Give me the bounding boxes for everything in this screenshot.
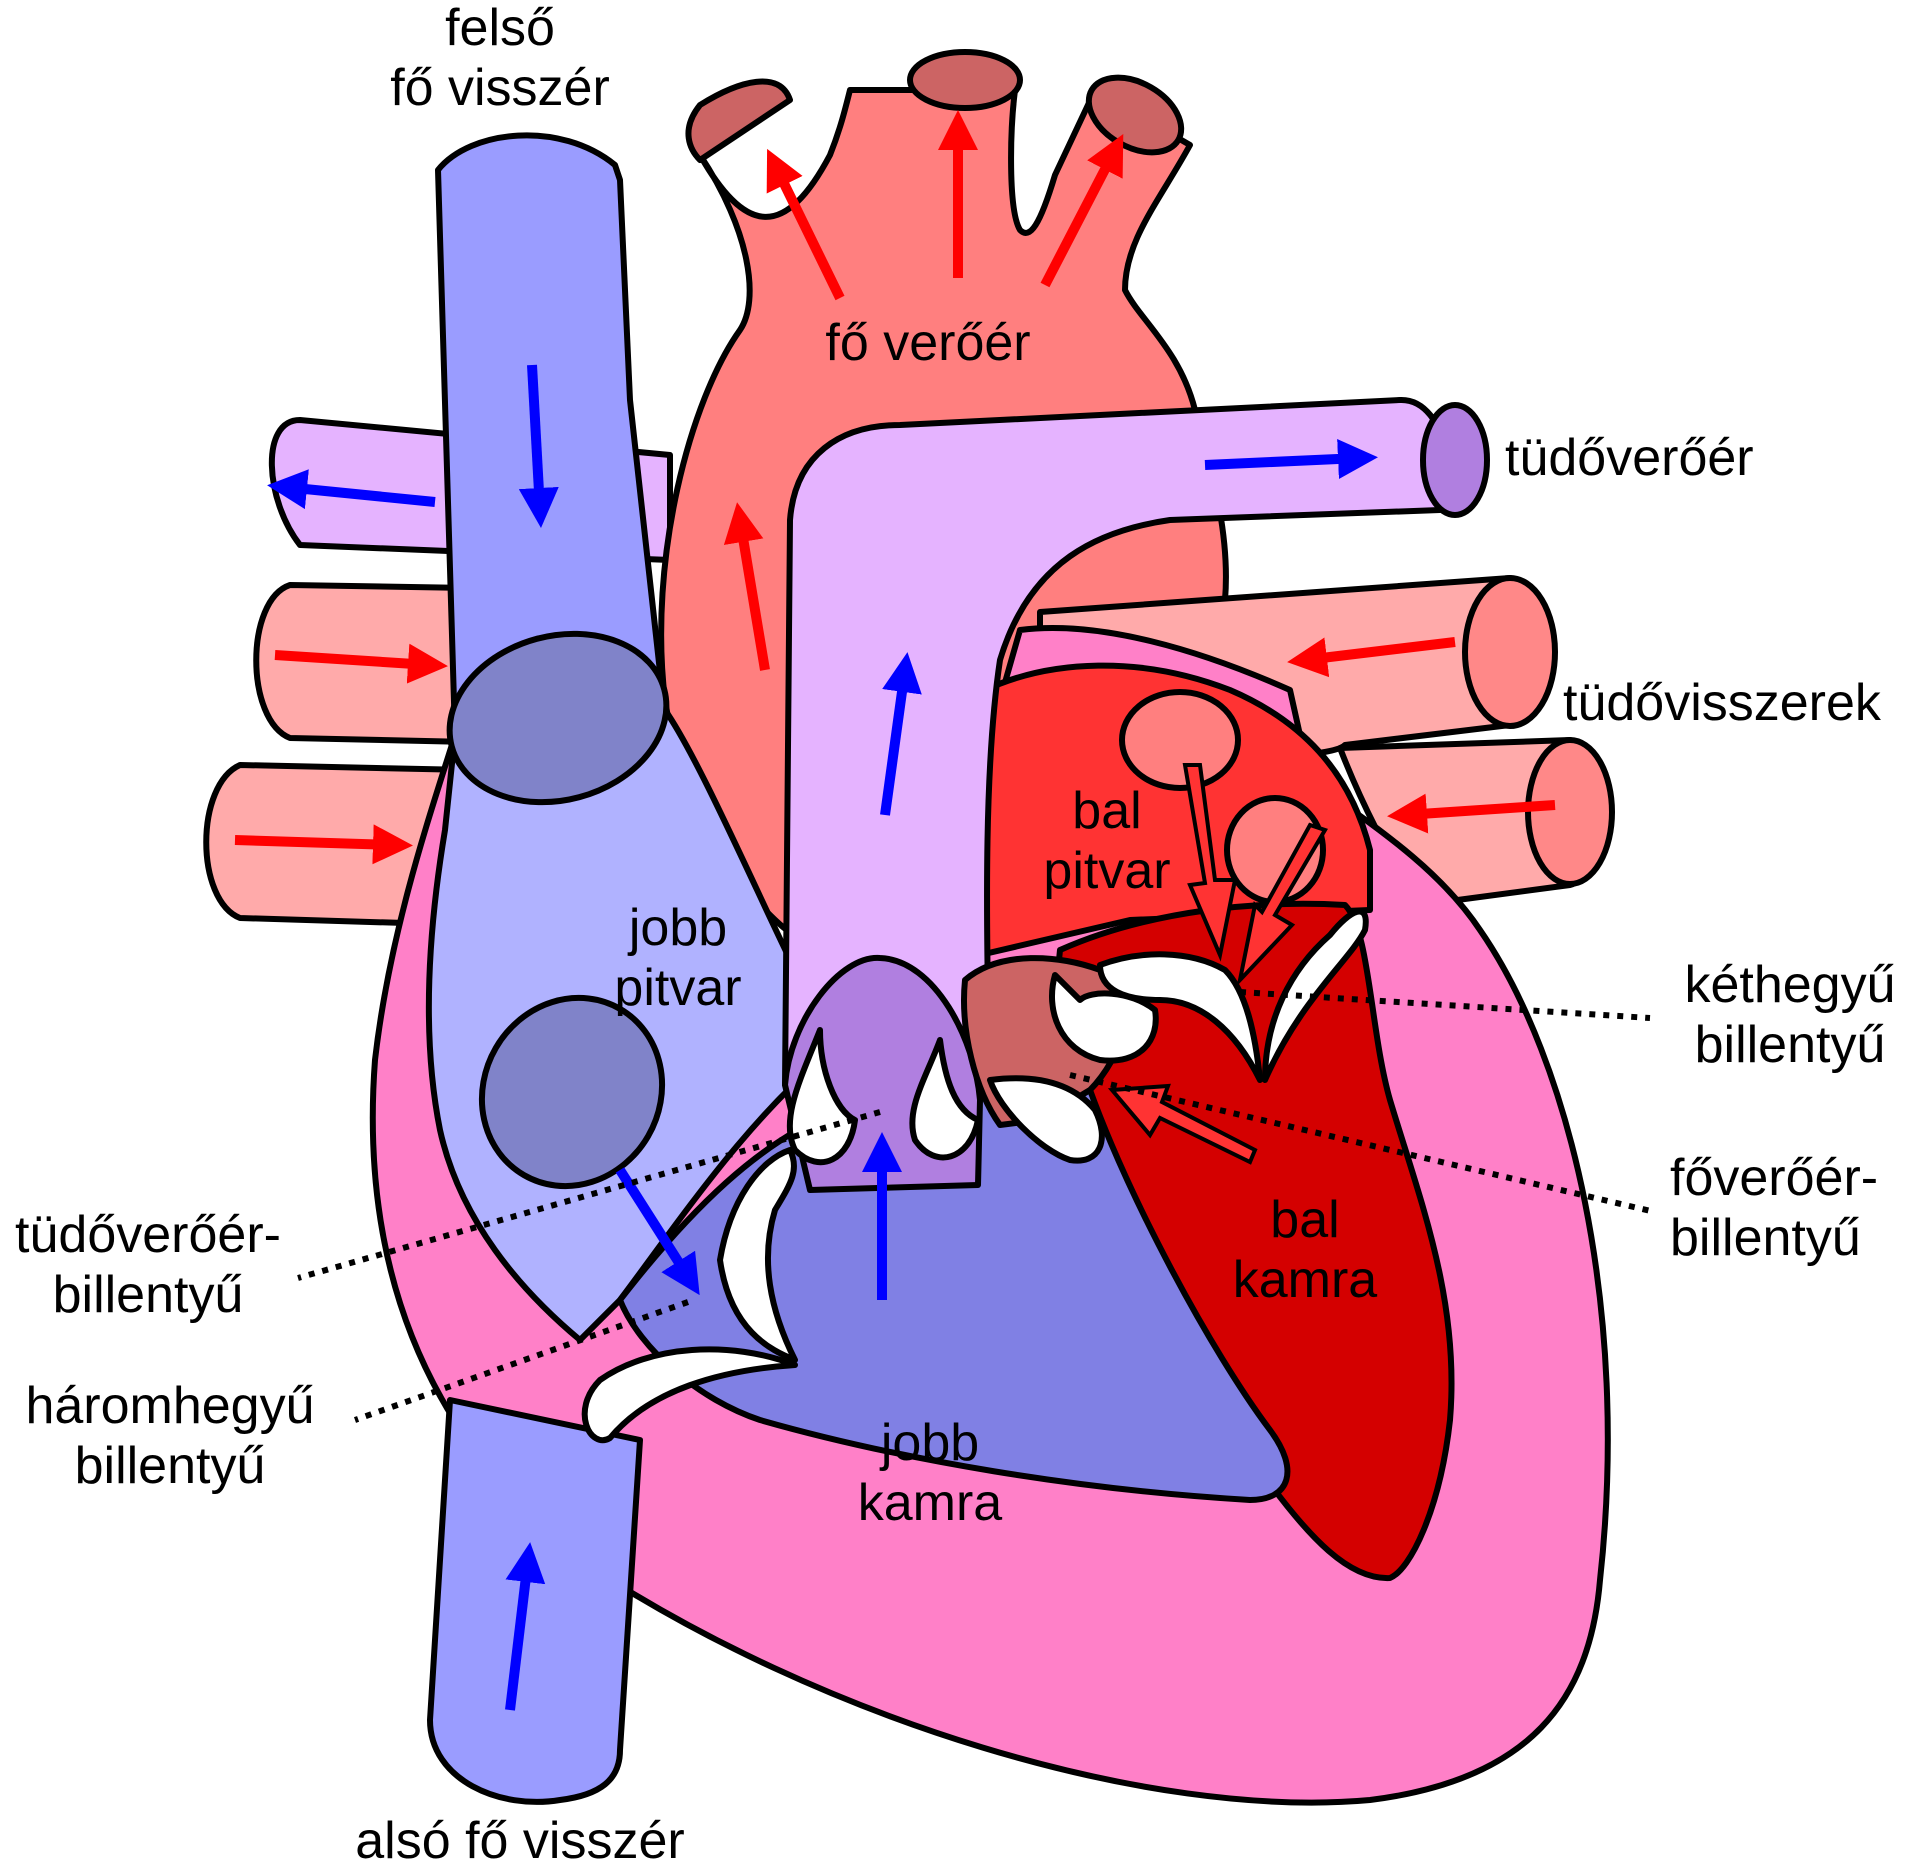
ivc-ostium	[478, 994, 666, 1190]
pulmonary-trunk-end	[1420, 402, 1490, 518]
label-right-atrium-line1: jobb	[627, 899, 727, 957]
flow-arrow-ascending-aorta	[723, 502, 770, 671]
right-upper-pulmonary-vein-end	[1462, 575, 1558, 729]
svc-ostium	[446, 630, 670, 806]
inferior-vena-cava	[427, 1397, 643, 1805]
label-left-ventricle-line2: kamra	[1233, 1251, 1378, 1309]
leader-lines	[297, 989, 1656, 1423]
pulmonary-trunk-body	[782, 396, 1453, 1088]
leader-tricuspid-valve	[353, 1299, 690, 1423]
label-pulmonary-valve-line2: billentyű	[53, 1266, 244, 1324]
tricuspid-valve-cusp-lower	[581, 1346, 798, 1444]
aorta-branch-mid-end	[907, 49, 1023, 111]
label-aortic-valve-line1: főverőér-	[1670, 1149, 1878, 1207]
flow-arrow-lv-to-aorta	[1107, 1083, 1258, 1165]
flow-arrow-aorta-right	[1040, 134, 1124, 288]
pulmonary-vein-ostium-upper	[1119, 689, 1241, 791]
flow-arrow-pulmonary-artery-right	[1204, 439, 1378, 479]
label-tricuspid-valve-line1: háromhegyű	[25, 1377, 314, 1435]
labels: felső fő visszér fő verőér tüdőverőér tü…	[15, 0, 1895, 1870]
label-right-atrium-line2: pitvar	[614, 959, 741, 1017]
label-tricuspid-valve-line2: billentyű	[75, 1437, 266, 1495]
label-mitral-valve-line1: kéthegyű	[1684, 956, 1895, 1014]
label-svc-line2: fő visszér	[390, 59, 610, 117]
label-pulmonary-valve-line1: tüdőverőér-	[15, 1206, 281, 1264]
flow-arrow-svc-down	[518, 364, 559, 528]
blood-flow-arrows	[234, 110, 1556, 1711]
mitral-valve-right-cusp	[1262, 908, 1369, 1083]
label-ivc: alsó fő visszér	[355, 1812, 684, 1870]
label-mitral-valve-line2: billentyű	[1695, 1016, 1886, 1074]
label-pulmonary-artery: tüdőverőér	[1505, 429, 1754, 487]
flow-arrow-right-upper-vein	[1287, 637, 1456, 678]
vena-cava	[427, 132, 670, 1805]
flow-arrow-left-lower-vein	[234, 824, 413, 865]
hollow-flow-arrows	[1107, 763, 1328, 1165]
mitral-valve-left-cusp	[1097, 951, 1263, 1083]
label-pulmonary-veins: tüdővisszerek	[1563, 674, 1882, 732]
pulmonary-valve-left-cusp	[786, 1027, 858, 1166]
label-right-ventricle-line2: kamra	[858, 1474, 1003, 1532]
flow-arrow-aorta-left	[766, 148, 845, 301]
flow-arrow-la-to-lv-2	[1236, 822, 1328, 987]
flow-arrow-right-lower-vein	[1387, 793, 1556, 834]
aorta-branch-left-end	[685, 78, 793, 163]
flow-arrow-left-pulmonary-artery	[267, 469, 436, 510]
label-svc-line1: felső	[445, 0, 555, 57]
aortic-valve-lower-cusp	[987, 1075, 1105, 1164]
flow-arrow-ra-to-rv	[615, 1167, 700, 1296]
label-right-ventricle-line1: jobb	[879, 1414, 979, 1472]
right-lower-pulmonary-vein-end	[1525, 737, 1615, 887]
label-left-ventricle-line1: bal	[1270, 1191, 1339, 1249]
label-aortic-valve-line2: billentyű	[1670, 1209, 1861, 1267]
flow-arrow-ivc-up	[505, 1542, 546, 1711]
valves	[581, 908, 1369, 1444]
flow-arrow-left-upper-vein	[274, 643, 448, 684]
leader-pulmonary-valve	[297, 1109, 881, 1281]
aortic-valve-upper-cusp	[1049, 972, 1159, 1064]
flow-arrow-pulmonary-trunk-up	[880, 652, 922, 816]
pulmonary-valve-right-cusp	[909, 1037, 981, 1161]
label-aorta: fő verőér	[825, 314, 1030, 372]
leader-aortic-valve	[1069, 1072, 1656, 1215]
right-pulmonary-vessels	[1037, 575, 1615, 908]
label-left-atrium-line1: bal	[1072, 782, 1141, 840]
flow-arrow-la-to-lv-1	[1182, 763, 1238, 962]
label-left-atrium-line2: pitvar	[1043, 842, 1170, 900]
tricuspid-valve-cusp-upper	[717, 1147, 798, 1363]
